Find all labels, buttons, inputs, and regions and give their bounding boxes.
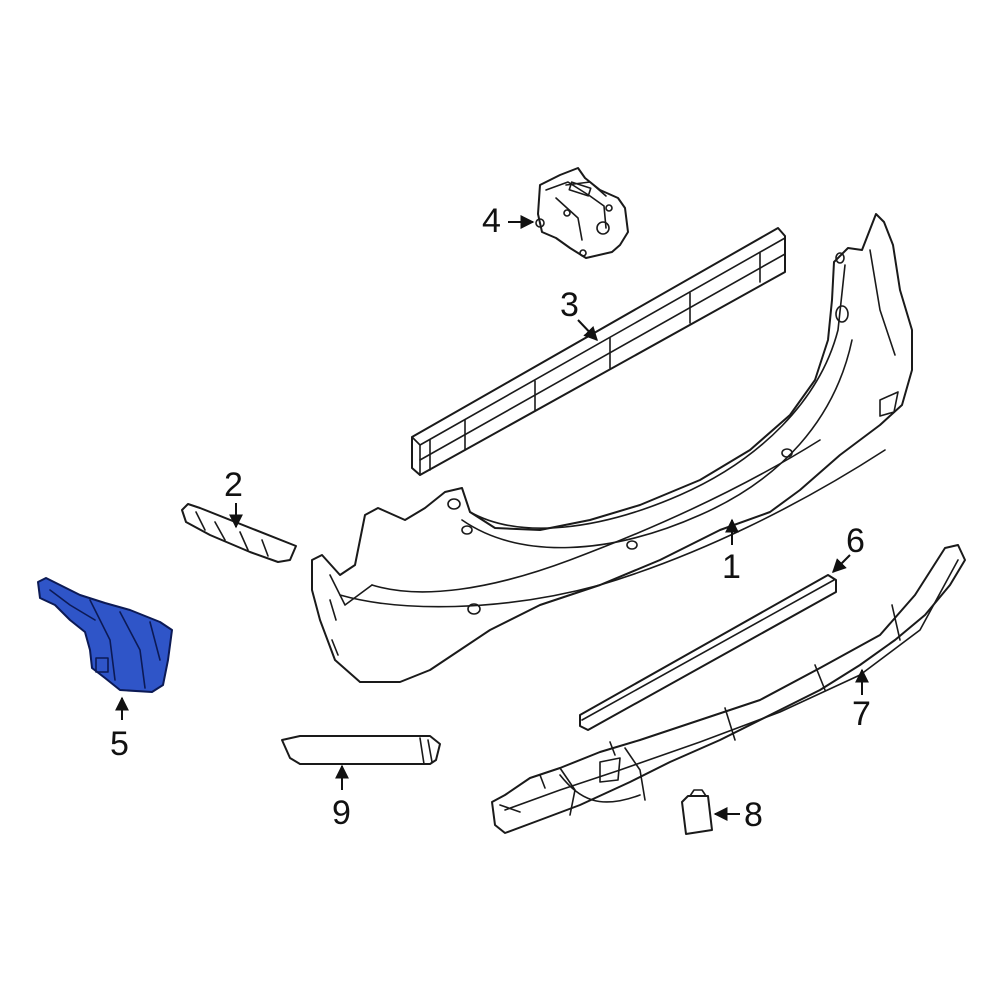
lower-valance[interactable] [491,544,966,834]
callout-9[interactable]: 9 [332,794,351,832]
reflector-strip[interactable] [281,735,441,765]
callout-4[interactable]: 4 [482,202,501,240]
callout-labels: 1 2 3 4 5 6 7 8 9 [110,202,871,834]
tow-hook-cover[interactable] [681,789,713,835]
mount-bracket[interactable] [535,167,629,259]
callout-7[interactable]: 7 [852,695,871,733]
leader-lines [115,215,869,821]
callout-8[interactable]: 8 [744,796,763,834]
callout-1[interactable]: 1 [722,548,741,586]
callout-3[interactable]: 3 [560,286,579,324]
callout-6[interactable]: 6 [846,522,865,560]
side-bracket-strip[interactable] [181,503,297,563]
bumper-cover[interactable] [311,213,913,683]
leader-3 [577,319,598,342]
leader-6 [832,554,851,573]
callout-2[interactable]: 2 [224,466,243,504]
trim-molding[interactable] [579,574,837,731]
impact-bar[interactable] [411,227,786,476]
side-support-bracket[interactable] [37,577,173,693]
callout-5[interactable]: 5 [110,725,129,763]
